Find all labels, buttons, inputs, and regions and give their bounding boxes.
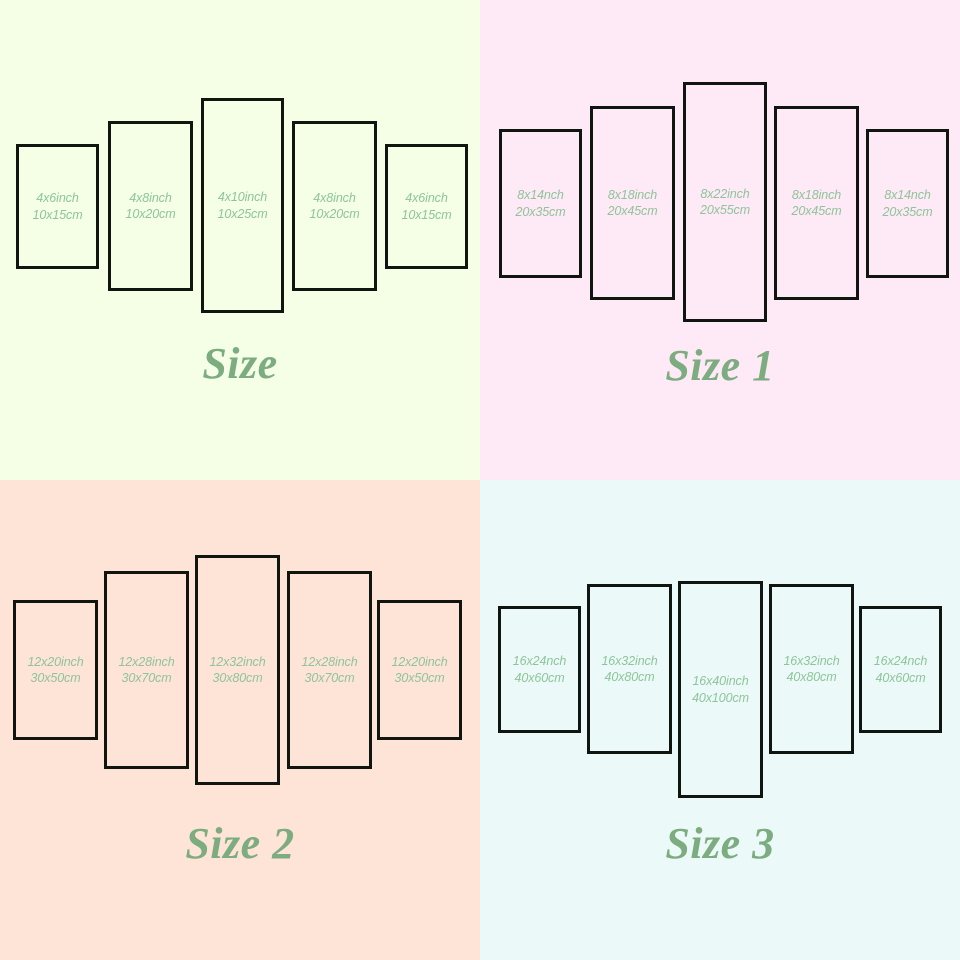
- panel-size-cm: 20x45cm: [791, 204, 842, 218]
- panel-cluster: 12x20inch 30x50cm 12x28inch 30x70cm 12x32inc…: [0, 480, 480, 880]
- quadrant-title: Size 2: [185, 819, 295, 868]
- quadrant-title: Size 3: [665, 819, 775, 868]
- panel-size-inch: 12x32inch: [209, 654, 266, 669]
- panel-size-cm: 30x70cm: [121, 671, 172, 685]
- panel-size-inch: 16x32inch: [601, 653, 658, 668]
- panel-size-cm: 30x80cm: [212, 671, 263, 685]
- canvas-panel-inner-left: 12x28inch 30x70cm: [104, 571, 189, 769]
- panel-size-inch: 12x28inch: [301, 654, 358, 669]
- panel-size-inch: 12x20inch: [27, 654, 84, 669]
- panel-size-cm: 20x35cm: [515, 204, 566, 219]
- panel-size-cm: 40x60cm: [514, 670, 565, 685]
- quadrant-title: Size 1: [665, 341, 775, 390]
- panel-size-inch: 8x14nch: [517, 188, 564, 203]
- panel-size-inch: 12x20inch: [391, 654, 448, 669]
- canvas-panel-inner-right: 8x18inch 20x45cm: [774, 106, 859, 300]
- panel-size-inch: 8x22inch: [700, 186, 750, 201]
- panel-size-cm: 10x25cm: [217, 206, 268, 221]
- panel-size-inch: 8x18inch: [607, 187, 658, 202]
- panel-size-cm: 10x15cm: [32, 207, 83, 222]
- canvas-panel-center: 12x32inch 30x80cm: [195, 555, 280, 785]
- canvas-panel-center: 8x22inch 20x55cm: [683, 82, 767, 322]
- panel-size-cm: 30x70cm: [304, 671, 355, 685]
- panel-size-inch: 4x6inch: [405, 191, 448, 206]
- panel-size-cm: 40x80cm: [604, 670, 655, 684]
- panel-size-cm: 10x20cm: [125, 207, 176, 221]
- panel-size-inch: 4x8inch: [129, 190, 172, 205]
- canvas-panel-inner-right: 12x28inch 30x70cm: [287, 571, 372, 769]
- quadrant-title: Size: [202, 339, 278, 388]
- panel-size-cm: 10x15cm: [401, 207, 452, 222]
- panel-size-cm: 20x35cm: [882, 204, 933, 219]
- panel-size-cm: 40x60cm: [875, 670, 926, 685]
- panel-size-inch: 8x14nch: [884, 188, 931, 203]
- panel-size-inch: 16x40inch: [692, 674, 749, 689]
- canvas-panel-outer-right: 12x20inch 30x50cm: [377, 600, 462, 740]
- panel-size-inch: 4x6inch: [36, 191, 79, 206]
- panel-size-cm: 30x50cm: [394, 671, 445, 685]
- panel-size-cm: 40x100cm: [692, 690, 749, 705]
- panel-size-cm: 10x20cm: [309, 207, 360, 221]
- panel-size-inch: 16x32inch: [783, 653, 840, 668]
- panel-size-inch: 16x24nch: [512, 654, 567, 669]
- panel-size-cm: 30x50cm: [30, 671, 81, 685]
- panel-size-inch: 4x8inch: [313, 190, 356, 205]
- canvas-panel-inner-right: 16x32inch 40x80cm: [769, 584, 854, 754]
- canvas-panel-inner-left: 4x8inch 10x20cm: [108, 121, 193, 291]
- canvas-panel-inner-left: 16x32inch 40x80cm: [587, 584, 672, 754]
- panel-size-cm: 40x80cm: [786, 670, 837, 684]
- panel-size-inch: 12x28inch: [118, 654, 175, 669]
- panel-size-cm: 20x55cm: [699, 203, 751, 217]
- size-chart-quadrant-size-2: 12x20inch 30x50cm 12x28inch 30x70cm 12x32inc…: [0, 480, 480, 960]
- panel-size-inch: 8x18inch: [791, 187, 842, 202]
- canvas-panel-outer-left: 12x20inch 30x50cm: [13, 600, 98, 740]
- panel-size-inch: 4x10inch: [217, 190, 268, 205]
- canvas-panel-inner-left: 8x18inch 20x45cm: [590, 106, 675, 300]
- panel-size-cm: 20x45cm: [607, 204, 658, 218]
- panel-size-inch: 16x24nch: [873, 654, 928, 669]
- canvas-panel-inner-right: 4x8inch 10x20cm: [292, 121, 377, 291]
